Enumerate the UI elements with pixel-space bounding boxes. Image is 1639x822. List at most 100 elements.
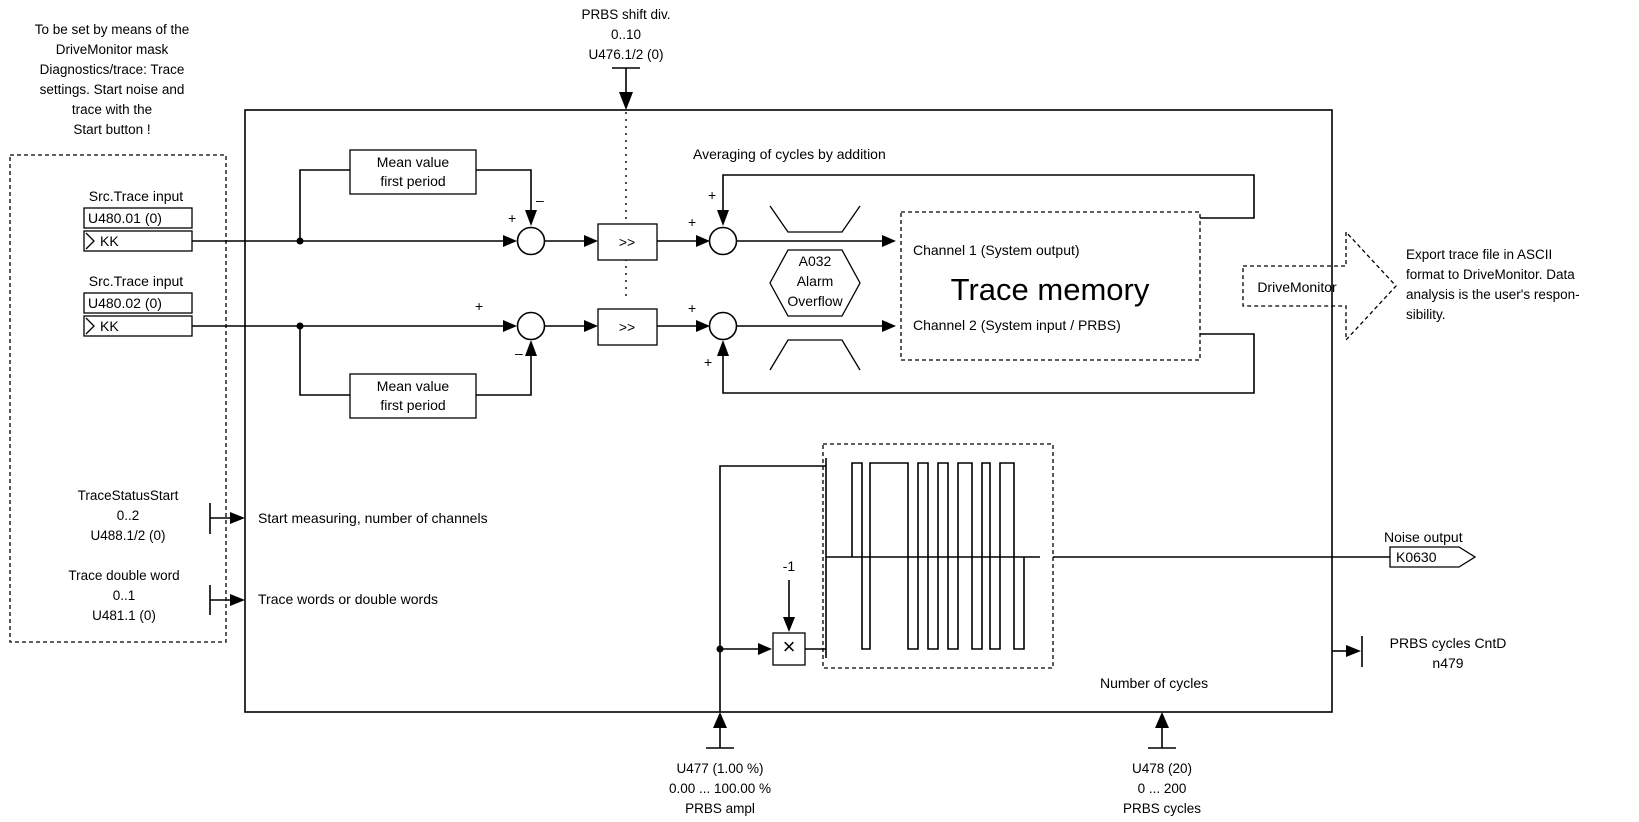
export-note-line-1: Export trace file in ASCII (1406, 247, 1552, 262)
prbs-shift-name: PRBS shift div. (581, 7, 670, 22)
shift-block-2 (597, 308, 658, 346)
prbs-shift-range: 0..10 (611, 27, 641, 42)
mean-block-1-line-1: Mean value (377, 154, 450, 170)
prbs-ampl-param: U477 (1.00 %) 0.00 ... 100.00 % PRBS amp… (669, 761, 771, 816)
prbs-cycles-name: PRBS cycles (1123, 801, 1201, 816)
shift-block-1 (597, 223, 658, 261)
trace-status-desc: Start measuring, number of channels (258, 510, 488, 526)
prbs-cycles-range: 0 ... 200 (1138, 781, 1187, 796)
trace-double-desc: Trace words or double words (258, 591, 438, 607)
noise-output-connector-label: K0630 (1396, 549, 1437, 565)
drivemonitor-export-arrow (1242, 230, 1397, 342)
sum2-plus-sign: + (475, 298, 483, 314)
drivemonitor-label: DriveMonitor (1257, 279, 1337, 295)
sum-junction-1 (516, 226, 546, 256)
input-2-connector: KK (100, 318, 119, 334)
setup-note-line-3: Diagnostics/trace: Trace (40, 62, 185, 77)
noise-output-connector (1389, 546, 1477, 568)
channel-2-path (192, 311, 1255, 396)
trace-status-range: 0..2 (117, 508, 140, 523)
settings-dashed-frame (9, 154, 227, 643)
trace-double-arrow (230, 594, 245, 606)
input-2-param-box (83, 292, 193, 314)
trace-double-name: Trace double word (68, 568, 179, 583)
prbs-shift-param: PRBS shift div. 0..10 U476.1/2 (0) (581, 7, 670, 62)
accum-junction-1 (708, 226, 738, 256)
setup-note-line-1: To be set by means of the (35, 22, 190, 37)
mean-block-2-line-1: Mean value (377, 378, 450, 394)
acc1-plus-sign-top: + (708, 187, 716, 203)
setup-note-line-2: DriveMonitor mask (56, 42, 169, 57)
sum1-plus-sign: + (508, 210, 516, 226)
prbs-cycles-cntd-param: n479 (1432, 655, 1463, 671)
mean-block-1-line-2: first period (380, 173, 445, 189)
prbs-signal-frame (822, 443, 1054, 669)
input-1-label: Src.Trace input (89, 188, 184, 204)
setup-note: To be set by means of the DriveMonitor m… (35, 22, 190, 137)
export-note-line-4: sibility. (1406, 307, 1446, 322)
shift-block-2-label: >> (619, 319, 635, 335)
averaging-label: Averaging of cycles by addition (693, 146, 886, 162)
prbs-ampl-junction (716, 645, 724, 653)
input-1-param-box (83, 207, 193, 229)
limiter-symbol-bottom (769, 339, 861, 371)
sum2-minus-sign: – (515, 345, 523, 361)
trace-memory-box (900, 211, 1201, 361)
prbs-shift-arrow (619, 92, 633, 110)
noise-output-label: Noise output (1384, 529, 1463, 545)
input-2-label: Src.Trace input (89, 273, 184, 289)
channel-1-path (192, 169, 1255, 256)
trace-status-name: TraceStatusStart (78, 488, 179, 503)
trace-double-param: Trace double word 0..1 U481.1 (0) (68, 568, 179, 623)
prbs-ampl-arrow (713, 712, 727, 728)
sum-junction-2 (516, 311, 546, 341)
neg-one-label: -1 (783, 558, 796, 574)
mean-value-block-2 (349, 373, 477, 419)
export-note: Export trace file in ASCII format to Dri… (1406, 247, 1580, 322)
prbs-cycles-param-code: U478 (20) (1132, 761, 1192, 776)
acc2-plus-sign-left: + (688, 300, 696, 316)
trace-status-arrow (230, 512, 245, 524)
trace-channel-1: Channel 1 (System output) (913, 242, 1080, 258)
input-1-connector-chevron (85, 232, 95, 250)
prbs-ampl-line (719, 465, 826, 712)
main-function-box (244, 109, 1333, 713)
multiplier-symbol: × (783, 634, 796, 659)
input-2-connector-chevron (85, 317, 95, 335)
prbs-cycles-cntd-arrow (1346, 645, 1361, 657)
alarm-code: A032 (799, 253, 832, 269)
prbs-waveform (851, 462, 1025, 650)
setup-note-line-5: trace with the (72, 102, 152, 117)
export-note-line-2: format to DriveMonitor. Data (1406, 267, 1575, 282)
prbs-ampl-range: 0.00 ... 100.00 % (669, 781, 771, 796)
prbs-cycles-cntd-name: PRBS cycles CntD (1390, 635, 1507, 651)
setup-note-line-4: settings. Start noise and (40, 82, 185, 97)
acc1-plus-sign-left: + (688, 214, 696, 230)
mean-block-2-line-2: first period (380, 397, 445, 413)
prbs-ampl-name: PRBS ampl (685, 801, 755, 816)
prbs-cycles-param: U478 (20) 0 ... 200 PRBS cycles (1123, 761, 1201, 816)
trace-channel-2: Channel 2 (System input / PRBS) (913, 317, 1121, 333)
alarm-overflow-label: Overflow (787, 293, 843, 309)
mean-value-block-1 (349, 149, 477, 195)
trace-status-param: TraceStatusStart 0..2 U488.1/2 (0) (78, 488, 179, 543)
trace-double-range: 0..1 (113, 588, 136, 603)
neg-one-arrow (783, 617, 795, 632)
input-1-connector: KK (100, 233, 119, 249)
trace-double-param-code: U481.1 (0) (92, 608, 156, 623)
prbs-cycles-arrow (1155, 712, 1169, 728)
trace-status-param-code: U488.1/2 (0) (90, 528, 165, 543)
prbs-ampl-param-code: U477 (1.00 %) (676, 761, 763, 776)
accum-junction-2 (708, 311, 738, 341)
alarm-overflow-hexagon (769, 249, 861, 317)
number-of-cycles-label: Number of cycles (1100, 675, 1208, 691)
acc2-plus-sign-bottom: + (704, 354, 712, 370)
sum1-minus-sign: – (536, 192, 544, 208)
shift-block-1-label: >> (619, 234, 635, 250)
prbs-shift-param-code: U476.1/2 (0) (588, 47, 663, 62)
input-1-param: U480.01 (0) (88, 210, 162, 226)
export-note-line-3: analysis is the user's respon- (1406, 287, 1580, 302)
setup-note-line-6: Start button ! (73, 122, 150, 137)
alarm-label: Alarm (797, 273, 834, 289)
